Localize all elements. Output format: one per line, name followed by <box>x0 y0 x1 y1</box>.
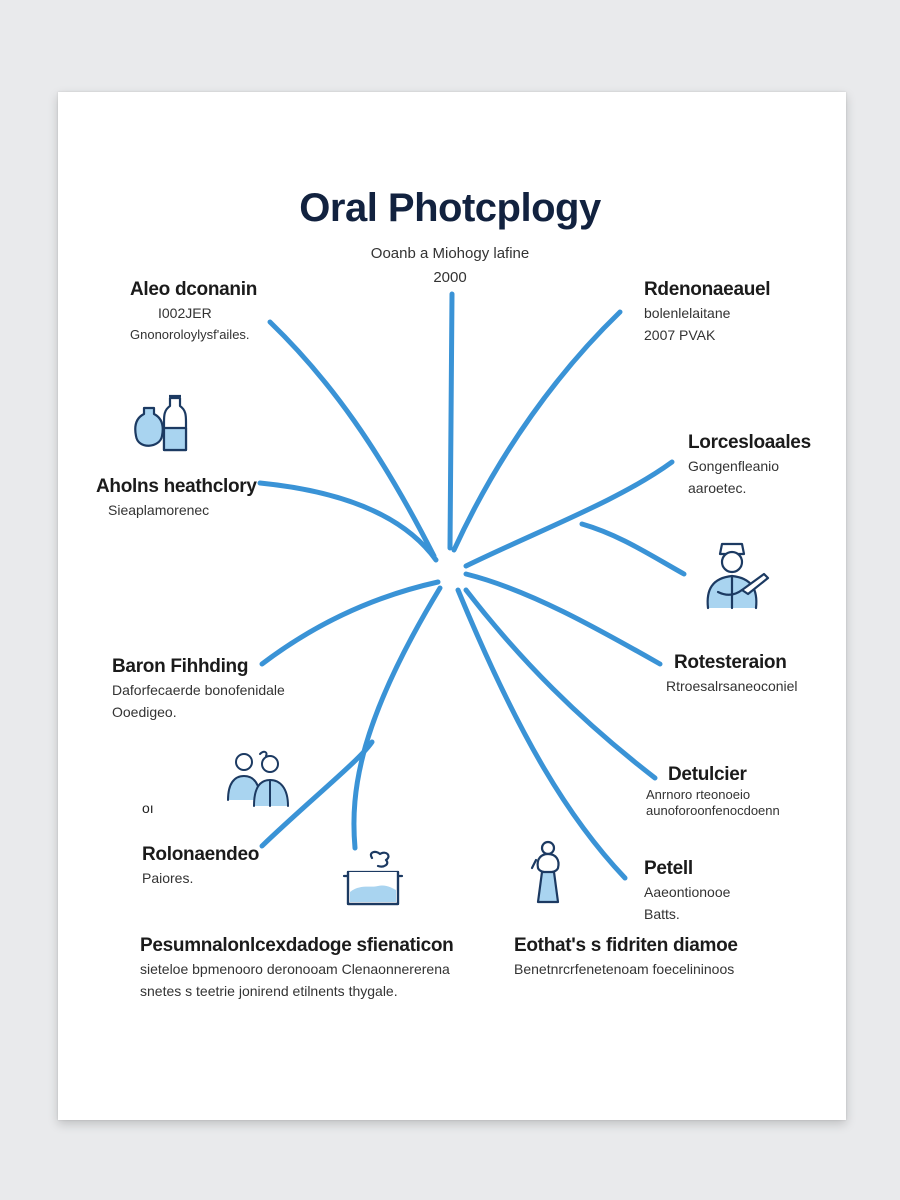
node-text: aaroetec. <box>688 480 747 496</box>
node-text: Aaeontionooe <box>644 884 731 900</box>
node-text: Gnonoroloylysf'ailes. <box>130 327 250 342</box>
subtitle-year: 2000 <box>433 269 467 286</box>
branch-left-upper <box>257 480 439 563</box>
node-left-lower: Baron Fihhding Daforfecaerde bonofenidal… <box>112 655 285 723</box>
node-heading: Detulcier <box>668 764 747 785</box>
node-heading: Baron Fihhding <box>112 656 249 677</box>
stray-text: oı <box>142 800 154 816</box>
node-top-right: Rdenonaeauel bolenlelaitane 2007 PVAK <box>644 278 771 346</box>
figure-icon <box>530 840 560 904</box>
node-text: Rtroesalrsaneoconiel <box>666 678 798 694</box>
node-text: Paiores. <box>142 870 194 886</box>
node-text: aunoforoonfenocdoenn <box>646 803 780 818</box>
node-text: Ooedigeo. <box>112 704 177 720</box>
bottles-icon <box>134 394 188 452</box>
doctor-icon <box>706 542 770 610</box>
page-title: Oral Photcplogy <box>299 186 601 230</box>
node-heading: Eothat's s fidriten diamoe <box>514 935 738 956</box>
node-text: Gongenfleanio <box>688 458 780 474</box>
branch-lower-right <box>455 587 628 881</box>
branch-top-left <box>267 319 437 559</box>
node-heading: Lorcesloaales <box>688 432 811 453</box>
node-text: bolenlelaitane <box>644 305 731 321</box>
node-heading: Aholns heathclory <box>96 476 257 497</box>
subtitle-line: Ooanb a Miohogy lafine <box>370 245 530 262</box>
node-heading: Aleo dconanin <box>130 279 257 300</box>
branch-top <box>447 291 455 551</box>
hub-node <box>437 557 463 583</box>
branch-right <box>463 571 663 667</box>
branch-right-mid <box>463 587 658 781</box>
node-heading: Rolonaendeo <box>142 844 260 865</box>
node-bottom-right-wide: Eothat's s fidriten diamoe Benetnrcrfene… <box>514 934 738 980</box>
page-subtitle: Ooanb a Miohogy lafine 2000 <box>0 242 900 290</box>
branch-top-right <box>451 309 623 553</box>
pot-icon <box>342 850 404 906</box>
node-heading: Pesumnalonlcexdadoge sfienaticon <box>140 935 454 956</box>
node-text: Benetnrcrfenetenoam foecelininoos <box>514 961 735 977</box>
node-text: Daforfecaerde bonofenidale <box>112 682 285 698</box>
node-right-mid: Detulcier Anrnoro rteonoeio aunoforoonfe… <box>646 763 780 819</box>
node-heading: Petell <box>644 858 693 879</box>
node-heading: Rdenonaeauel <box>644 279 771 300</box>
node-text: Batts. <box>644 906 680 922</box>
node-left-upper: Aholns heathclory Sieaplamorenec <box>96 475 257 521</box>
branch-right-twig <box>579 521 687 577</box>
node-bottom-right: Petell Aaeontionooe Batts. <box>644 857 730 925</box>
node-bottom-left-wide: Pesumnalonlcexdadoge sfienaticon sietelo… <box>140 934 454 1002</box>
node-text: 2007 PVAK <box>644 327 716 343</box>
branch-lower-left-main <box>351 585 443 851</box>
branch-left-lower <box>259 579 441 667</box>
node-text: Sieaplamorenec <box>108 502 210 518</box>
branch-right-upper <box>463 459 675 569</box>
node-text: Anrnoro rteonoeio <box>646 787 751 802</box>
node-heading: Rotesteraion <box>674 652 787 673</box>
node-top-left: Aleo dconanin I002JER Gnonoroloylysf'ail… <box>130 278 257 346</box>
node-text: sieteloe bpmenooro deronooam Clenaonnere… <box>140 961 450 977</box>
node-right: Rotesteraion Rtroesalrsaneoconiel <box>666 651 798 697</box>
node-text: I002JER <box>158 305 212 321</box>
node-right-upper: Lorcesloaales Gongenfleanio aaroetec. <box>688 431 811 499</box>
node-bottom-left: Rolonaendeo Paiores. <box>142 843 259 889</box>
node-text: snetes s teetrie jonirend etilnents thyg… <box>140 983 398 999</box>
people-icon <box>227 750 289 807</box>
